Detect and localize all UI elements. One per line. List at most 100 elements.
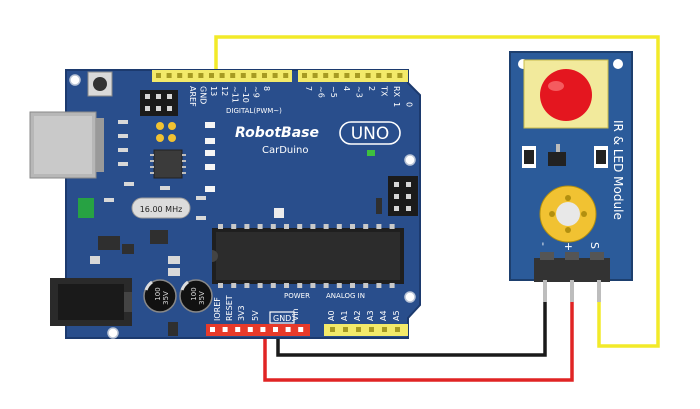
header-pin xyxy=(369,327,374,332)
smd-resistor xyxy=(376,198,382,214)
svg-text:35V: 35V xyxy=(162,291,170,305)
module-smd xyxy=(522,144,608,168)
chip-pin xyxy=(336,224,342,229)
header-pin xyxy=(355,73,360,78)
header-pin xyxy=(376,73,382,78)
green-component xyxy=(78,198,94,218)
digital-pin-label: ~6 xyxy=(317,86,326,98)
atmega-chip xyxy=(212,224,404,288)
header-pin xyxy=(247,327,253,332)
mounting-hole xyxy=(404,291,416,303)
gnd-highlight xyxy=(269,311,295,324)
digital-pin-label: ~9 xyxy=(252,86,261,98)
chip-pin xyxy=(310,283,316,288)
digital-pin-label: ~3 xyxy=(354,86,363,98)
model-label: CarDuino xyxy=(262,145,309,156)
header-pin xyxy=(330,327,335,332)
header-pin xyxy=(166,73,172,78)
digital-pin-sublabel: 1 xyxy=(392,102,401,107)
signal-wire xyxy=(214,35,660,348)
analog-pin-label: A0 xyxy=(327,310,336,321)
power-header xyxy=(206,324,310,336)
header-pin xyxy=(283,73,289,78)
digital-pin-label: ~10 xyxy=(241,86,250,103)
icsp-header-right xyxy=(388,176,418,216)
header-pin xyxy=(273,327,278,332)
chip-pin xyxy=(310,224,316,229)
power-pin-label: RESET xyxy=(225,295,234,321)
digital-pin-label: ~5 xyxy=(329,86,338,98)
chip-pin xyxy=(297,224,303,229)
header-pin xyxy=(222,327,228,332)
digital-header-right xyxy=(298,70,408,82)
chip-pin xyxy=(350,283,355,288)
svg-text:UNO: UNO xyxy=(351,124,390,144)
header-pin xyxy=(219,73,225,78)
mounting-hole xyxy=(404,154,416,166)
chip-pin xyxy=(218,283,223,288)
chip-pin xyxy=(231,283,237,288)
svg-text:16.00 MHz: 16.00 MHz xyxy=(140,205,183,214)
diode xyxy=(168,322,178,336)
chip-pin xyxy=(284,283,289,288)
digital-pin-label: GND xyxy=(199,86,208,104)
header-pin xyxy=(333,73,339,78)
header-pin xyxy=(343,327,348,332)
analog-label: ANALOG IN xyxy=(326,292,365,300)
analog-pin-label: A1 xyxy=(340,310,349,321)
regulator xyxy=(90,230,180,276)
analog-header xyxy=(324,324,408,336)
chip-pin xyxy=(376,224,382,229)
chip-pin xyxy=(257,224,263,229)
power-wire xyxy=(263,300,574,382)
svg-text:35V: 35V xyxy=(198,291,206,305)
wires xyxy=(214,35,660,382)
brand-logo: RobotBase xyxy=(235,125,319,141)
power-pin-label: 3V3 xyxy=(237,305,246,321)
header-pin xyxy=(262,73,267,78)
digital-header-left xyxy=(152,70,292,82)
digital-pin-label: 7 xyxy=(304,86,313,91)
digital-pin-label: 12 xyxy=(220,86,229,96)
module-pin-signal-label: S xyxy=(588,242,601,249)
module-title: IR & LED Module xyxy=(611,120,625,220)
power-pin-label: IOREF xyxy=(213,297,222,321)
reset-button[interactable] xyxy=(87,71,113,97)
header-pin xyxy=(302,73,307,78)
digital-pin-label: 4 xyxy=(342,86,351,91)
chip-pin xyxy=(323,224,329,229)
chip-pin xyxy=(270,283,276,288)
module-pin-vcc-label: + xyxy=(562,242,575,251)
chip-pin xyxy=(363,283,369,288)
header-pin xyxy=(198,73,204,78)
power-pin-label: Vin xyxy=(291,308,300,321)
header-pin xyxy=(177,73,183,78)
chip-pin xyxy=(270,224,276,229)
icsp-header-left xyxy=(140,90,178,116)
mounting-hole xyxy=(107,327,119,339)
sensor-pad xyxy=(539,185,597,243)
usb-chip xyxy=(150,149,186,179)
capacitor-1: 100 35V xyxy=(143,279,177,313)
chip-pin xyxy=(376,283,382,288)
chip-pin xyxy=(336,283,342,288)
chip-pin xyxy=(389,283,395,288)
header-pin xyxy=(397,73,403,78)
header-pin xyxy=(272,73,278,78)
header-pin xyxy=(209,73,214,78)
white-smd xyxy=(274,208,284,218)
chip-pin xyxy=(244,224,250,229)
capacitor-2: 100 35V xyxy=(179,279,213,313)
digital-pin-label: TX xyxy=(380,85,389,97)
ground-wire xyxy=(276,300,547,357)
dc-jack xyxy=(50,278,132,326)
chip-pin xyxy=(297,283,303,288)
header-pin xyxy=(312,73,318,78)
usb-connector xyxy=(29,111,104,179)
chip-pin xyxy=(218,224,223,229)
module-pin-gnd-label: - xyxy=(537,242,550,246)
header-pin xyxy=(156,73,161,78)
crystal: 16.00 MHz xyxy=(131,197,191,219)
